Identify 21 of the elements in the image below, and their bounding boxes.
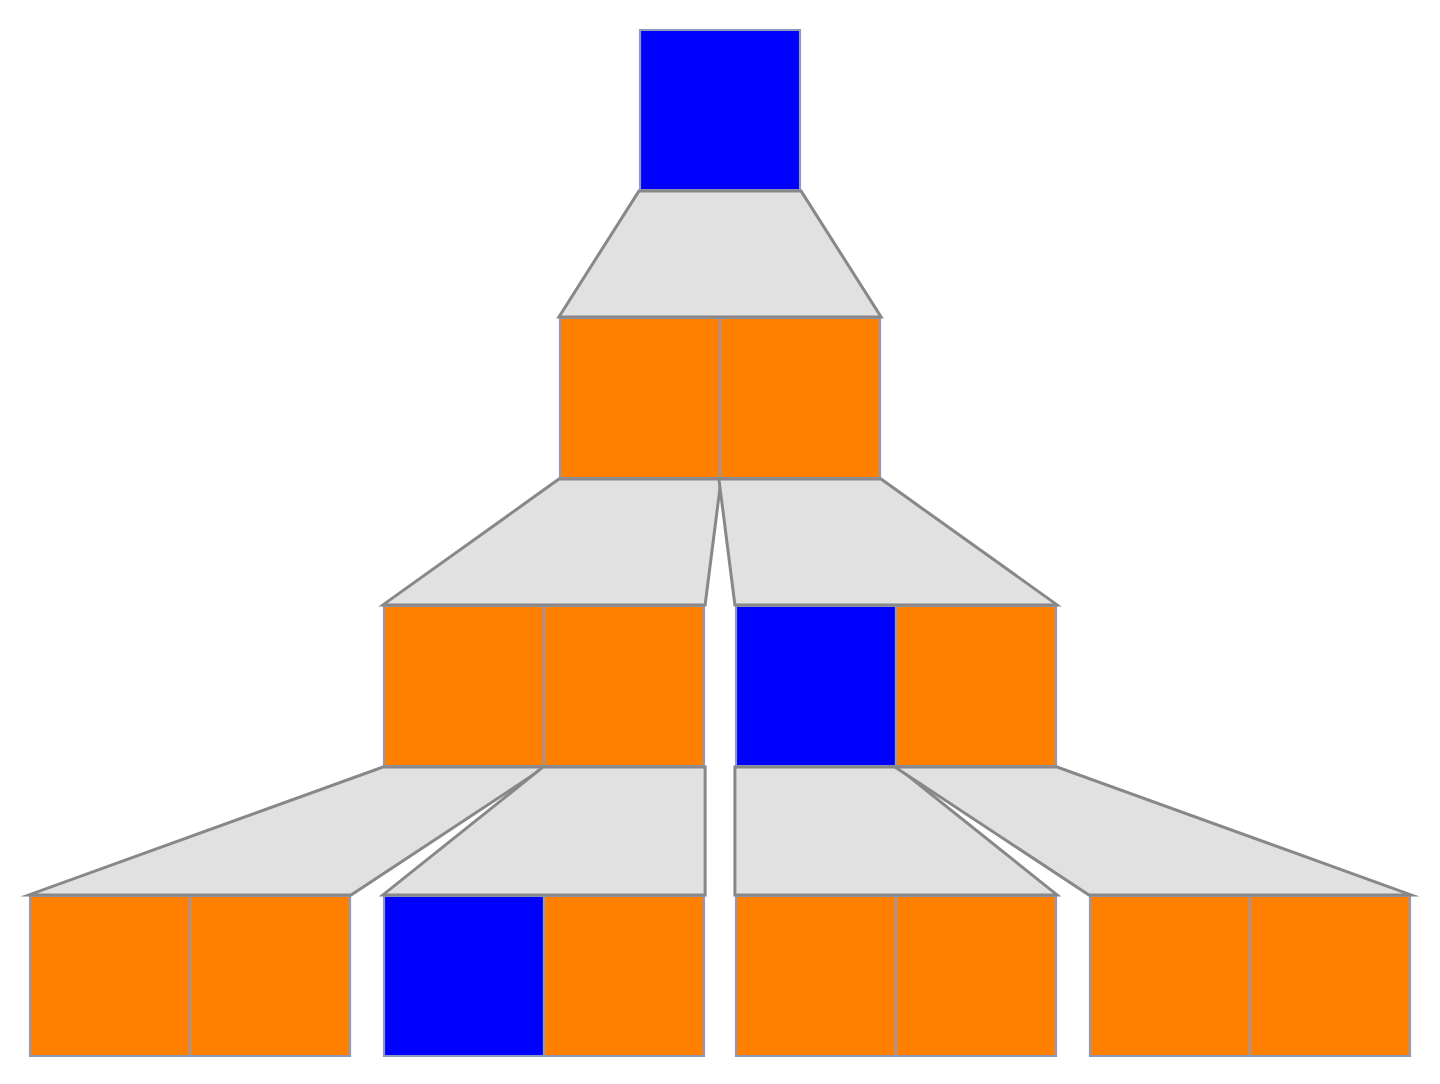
trapezoid-connector — [378, 765, 707, 897]
square-box — [718, 316, 882, 480]
square-box — [542, 894, 706, 1058]
square-box — [382, 604, 546, 768]
trapezoid-connector — [733, 765, 1062, 897]
trapezoid-connector — [556, 189, 884, 319]
square-box — [28, 894, 192, 1058]
square-box — [1248, 894, 1412, 1058]
square-box — [188, 894, 352, 1058]
square-box — [542, 604, 706, 768]
trapezoid-connector — [717, 477, 1062, 607]
square-box — [382, 894, 546, 1058]
square-box — [734, 604, 898, 768]
trapezoid-connector — [889, 765, 1420, 897]
square-box — [894, 894, 1058, 1058]
square-box — [894, 604, 1058, 768]
trapezoid-connector — [378, 477, 723, 607]
square-box — [1088, 894, 1252, 1058]
square-box — [558, 316, 722, 480]
square-box — [734, 894, 898, 1058]
square-box — [638, 28, 802, 192]
